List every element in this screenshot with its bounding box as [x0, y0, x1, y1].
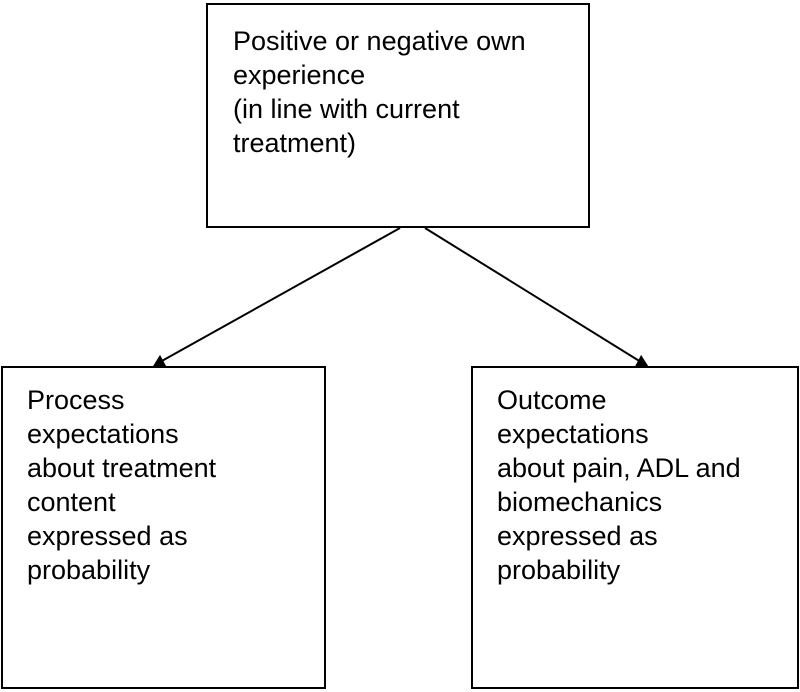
process-expectations-line: Process: [27, 385, 125, 415]
process-expectations-box: Process expectations about treatment con…: [1, 366, 326, 689]
outcome-expectations-box: Outcome expectations about pain, ADL and…: [471, 366, 799, 689]
outcome-expectations-line: expectations: [497, 419, 649, 449]
own-experience-text: Positive or negative own experience (in …: [233, 24, 526, 160]
outcome-expectations-line: probability: [497, 555, 621, 585]
own-experience-box: Positive or negative own experience (in …: [206, 3, 590, 228]
process-expectations-line: expectations: [27, 419, 179, 449]
outcome-expectations-line: biomechanics: [497, 487, 663, 517]
process-expectations-text: Process expectations about treatment con…: [27, 383, 216, 587]
arrowhead-process: [152, 354, 167, 367]
process-expectations-line: about treatment: [27, 453, 217, 483]
outcome-expectations-text: Outcome expectations about pain, ADL and…: [497, 383, 741, 587]
outcome-expectations-line: Outcome: [497, 385, 607, 415]
own-experience-line: Positive or negative own: [233, 26, 526, 56]
arrowhead-outcome: [634, 354, 649, 368]
arrow-to-process: [159, 227, 401, 363]
own-experience-line: treatment): [233, 128, 357, 158]
own-experience-line: (in line with current: [233, 94, 460, 124]
process-expectations-line: probability: [27, 555, 151, 585]
outcome-expectations-line: expressed as: [497, 521, 658, 551]
arrow-to-outcome: [424, 227, 642, 363]
process-expectations-line: content: [27, 487, 116, 517]
process-expectations-line: expressed as: [27, 521, 188, 551]
outcome-expectations-line: about pain, ADL and: [497, 453, 741, 483]
own-experience-line: experience: [233, 60, 366, 90]
